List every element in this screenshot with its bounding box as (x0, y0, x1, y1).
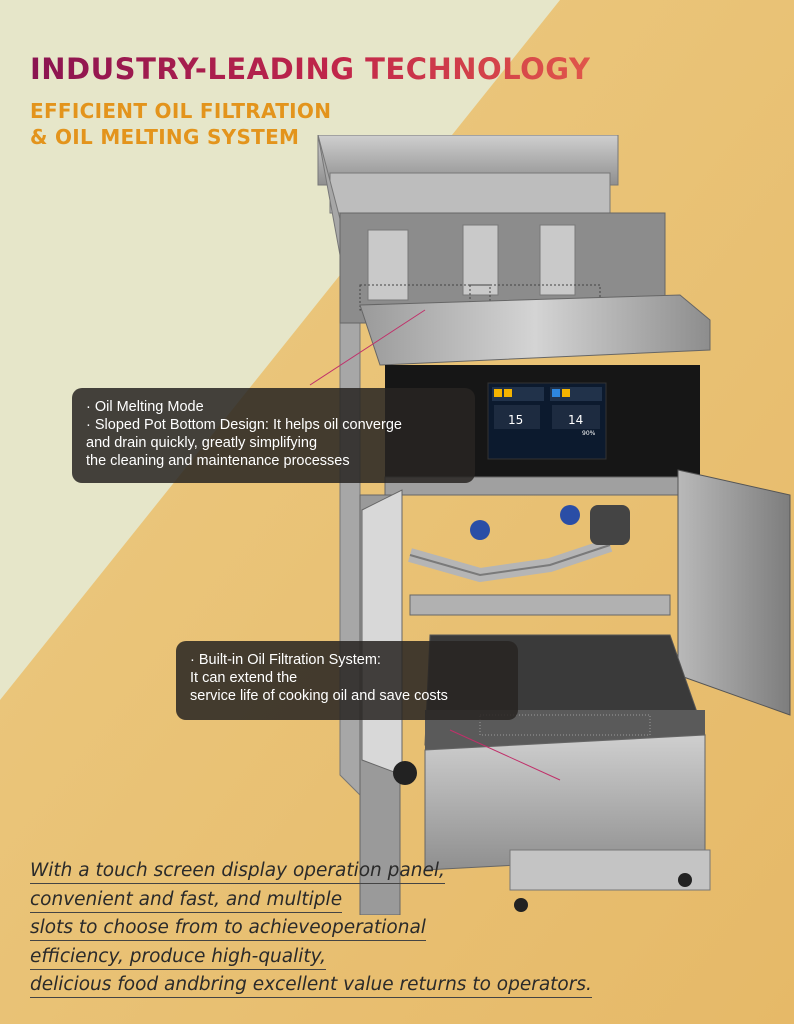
callout-oil-filtration: · Built-in Oil Filtration System: It can… (176, 641, 518, 720)
callout-line: and drain quickly, greatly simplifying (86, 435, 318, 451)
footer-description: With a touch screen display operation pa… (30, 858, 592, 1001)
callout-line: · Sloped Pot Bottom Design: It helps oil… (86, 417, 402, 433)
page-title: INDUSTRY-LEADING TECHNOLOGY (30, 52, 591, 86)
subtitle-line: & OIL MELTING SYSTEM (30, 125, 300, 149)
fryer-illustration: 15 14 90% (309, 135, 791, 915)
footer-line: With a touch screen display operation pa… (30, 858, 445, 884)
callout-line: the cleaning and maintenance processes (86, 453, 350, 469)
callout-line: · Oil Melting Mode (86, 399, 204, 415)
footer-line: convenient and fast, and multiple (30, 887, 343, 913)
page-subtitle: EFFICIENT OIL FILTRATION & OIL MELTING S… (30, 98, 331, 150)
callout-line: It can extend the (190, 670, 298, 686)
panel-temp-right: 14 (568, 413, 583, 427)
footer-line: efficiency, produce high-quality, (30, 944, 327, 970)
callout-oil-melting: · Oil Melting Mode · Sloped Pot Bottom D… (72, 388, 475, 483)
panel-temp-left: 15 (508, 413, 523, 427)
footer-line: delicious food andbring excellent value … (30, 972, 592, 998)
callout-line: · Built-in Oil Filtration System: (190, 652, 381, 668)
panel-percent: 90% (582, 430, 596, 437)
subtitle-line: EFFICIENT OIL FILTRATION (30, 99, 332, 123)
callout-line: service life of cooking oil and save cos… (190, 688, 448, 704)
footer-line: slots to choose from to achieveoperation… (30, 915, 426, 941)
